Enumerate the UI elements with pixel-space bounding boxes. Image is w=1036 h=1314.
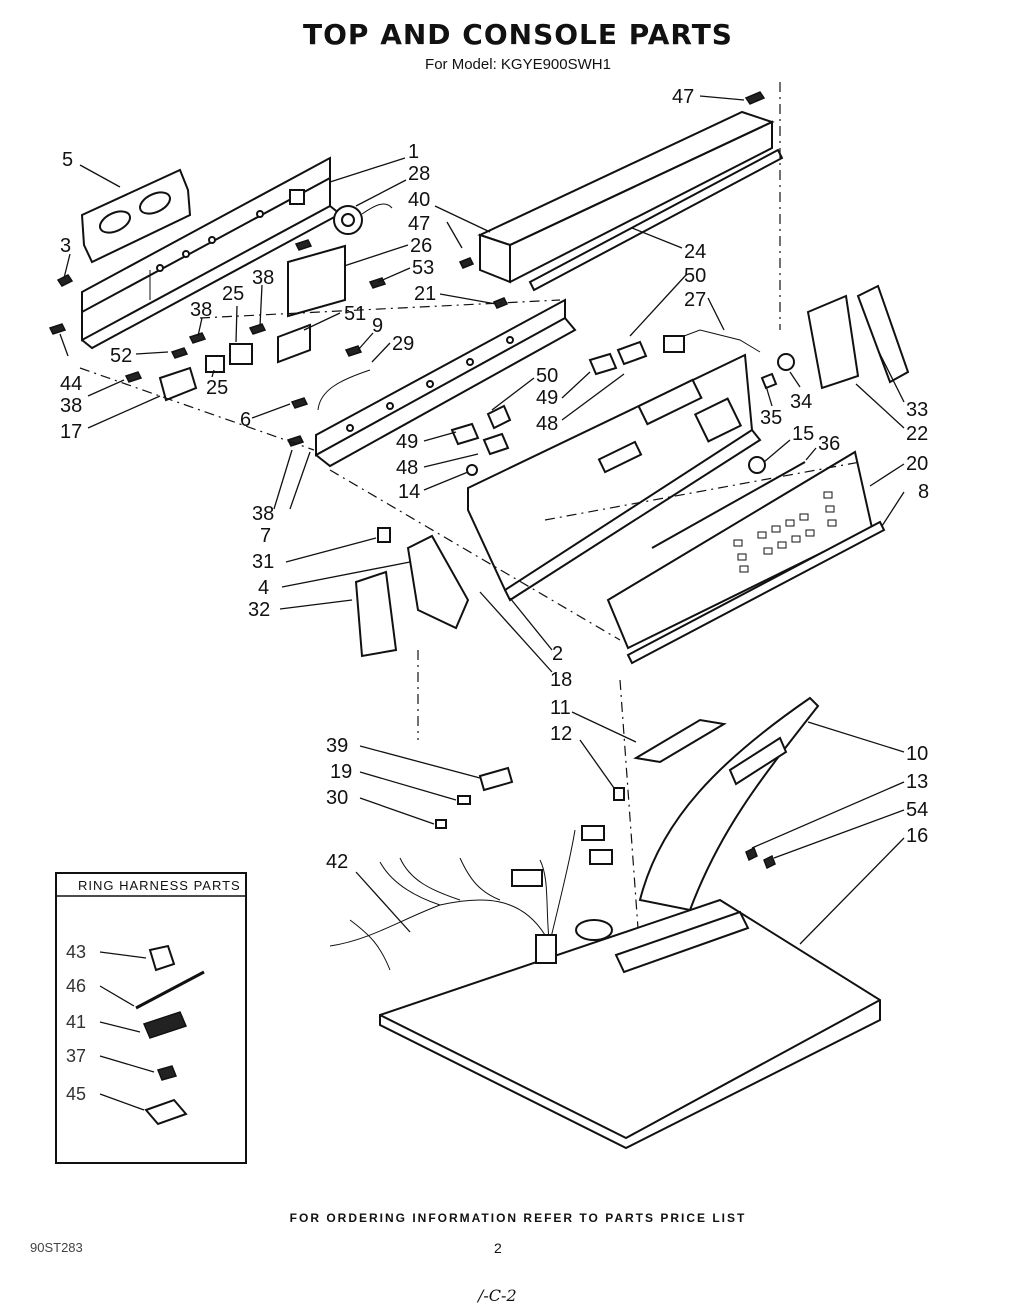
wiring-harness-legend: RING HARNESS PARTS 43 46 41 37 45 — [55, 872, 247, 1164]
callout-13: 13 — [906, 771, 928, 793]
callout-48-b: 48 — [396, 457, 418, 479]
callout-7: 7 — [260, 525, 271, 547]
legend-item-43: 43 — [66, 942, 86, 962]
callout-30: 30 — [326, 787, 348, 809]
callout-49-a: 49 — [536, 387, 558, 409]
callout-14: 14 — [398, 481, 420, 503]
callout-19: 19 — [330, 761, 352, 783]
lint-screen — [613, 696, 820, 912]
console-crossbar — [315, 298, 577, 468]
wiring-harness — [329, 825, 613, 971]
callout-38-a: 38 — [252, 267, 274, 289]
callout-20: 20 — [906, 453, 928, 475]
page-title: TOP AND CONSOLE PARTS — [303, 18, 733, 51]
rear-console-panel — [81, 156, 342, 350]
ordering-note: FOR ORDERING INFORMATION REFER TO PARTS … — [289, 1211, 747, 1225]
callout-12: 12 — [550, 723, 572, 745]
switch-components — [158, 323, 311, 402]
callout-52: 52 — [110, 345, 132, 367]
handwritten-note: /-C-2 — [478, 1286, 517, 1305]
console-backplate — [467, 353, 762, 602]
callout-8: 8 — [918, 481, 929, 503]
callout-11: 11 — [550, 697, 571, 719]
legend-item-41: 41 — [66, 1012, 86, 1032]
callout-18: 18 — [550, 669, 572, 691]
callout-44: 44 — [60, 373, 82, 395]
callout-27: 27 — [684, 289, 706, 311]
console-switches — [450, 340, 648, 476]
callout-47-a: 47 — [408, 213, 430, 235]
callout-25-b: 25 — [206, 377, 228, 399]
callout-42: 42 — [326, 851, 348, 873]
callout-5: 5 — [62, 149, 73, 171]
callout-33: 33 — [906, 399, 928, 421]
callout-9: 9 — [372, 315, 383, 337]
timer-motor — [333, 203, 393, 235]
callout-38-d: 38 — [252, 503, 274, 525]
callout-53: 53 — [412, 257, 434, 279]
page-number: 2 — [494, 1240, 502, 1256]
wire — [317, 369, 371, 411]
callout-40: 40 — [408, 189, 430, 211]
callout-39: 39 — [326, 735, 348, 757]
callout-6: 6 — [240, 409, 251, 431]
screws — [48, 91, 766, 447]
callout-25-a: 25 — [222, 283, 244, 305]
callout-49-b: 49 — [396, 431, 418, 453]
callout-22: 22 — [906, 423, 928, 445]
callout-48-a: 48 — [536, 413, 558, 435]
callout-16: 16 — [906, 825, 928, 847]
callout-4: 4 — [258, 577, 269, 599]
top-trim-cover — [477, 110, 775, 284]
callout-labels: 5 1 28 40 47 26 53 21 3 38 25 38 51 9 29… — [60, 86, 929, 873]
knob — [748, 456, 766, 474]
document-code: 90ST283 — [30, 1240, 83, 1255]
callout-31: 31 — [252, 551, 274, 573]
rod — [651, 461, 806, 549]
callout-2: 2 — [552, 643, 563, 665]
callout-21: 21 — [414, 283, 436, 305]
callout-54: 54 — [906, 799, 928, 821]
callout-29: 29 — [392, 333, 414, 355]
rear-bracket — [80, 168, 192, 264]
callout-10: 10 — [906, 743, 928, 765]
leader-lines — [59, 95, 905, 945]
parts-drawing — [48, 82, 910, 1150]
callout-24: 24 — [684, 241, 706, 263]
callout-50-b: 50 — [536, 365, 558, 387]
legend-title: RING HARNESS PARTS — [78, 878, 241, 893]
callout-35: 35 — [760, 407, 782, 429]
callout-26: 26 — [410, 235, 432, 257]
callout-36: 36 — [818, 433, 840, 455]
callout-1: 1 — [408, 141, 419, 163]
dryer-top-panel — [379, 898, 881, 1150]
callout-34: 34 — [790, 391, 812, 413]
control-board — [287, 244, 346, 318]
model-subtitle: For Model: KGYE900SWH1 — [425, 56, 611, 73]
console-end-cap — [354, 527, 470, 658]
end-bracket — [806, 284, 910, 390]
panel-trim-strip — [626, 520, 886, 665]
trim-strip — [528, 148, 784, 292]
callout-3: 3 — [60, 235, 71, 257]
legend-item-37: 37 — [66, 1046, 86, 1066]
callout-38-b: 38 — [190, 299, 212, 321]
callout-51: 51 — [344, 303, 366, 325]
legend-item-45: 45 — [66, 1084, 86, 1104]
callout-50-a: 50 — [684, 265, 706, 287]
callout-47-b: 47 — [672, 86, 694, 108]
callout-28: 28 — [408, 163, 430, 185]
callout-32: 32 — [248, 599, 270, 621]
callout-38-c: 38 — [60, 395, 82, 417]
legend-item-46: 46 — [66, 976, 86, 996]
callout-15: 15 — [792, 423, 814, 445]
callout-17: 17 — [60, 421, 82, 443]
